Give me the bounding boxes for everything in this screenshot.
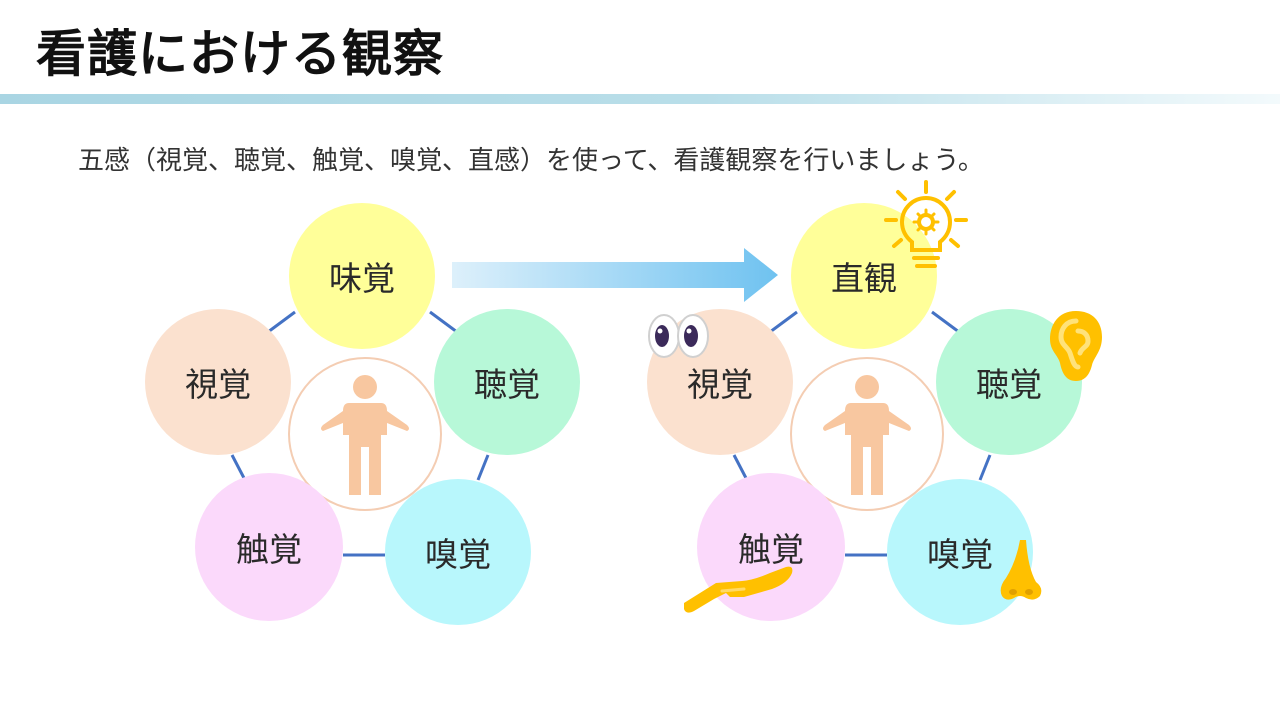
- node-label: 視覚: [185, 365, 251, 404]
- node-label: 直観: [831, 259, 897, 298]
- node-label: 聴覚: [474, 365, 540, 404]
- person-icon: [823, 375, 911, 495]
- center-circle: [790, 357, 944, 511]
- connector-line: [769, 310, 798, 334]
- node-touch: 触覚: [697, 473, 845, 621]
- node-label: 聴覚: [976, 365, 1042, 404]
- node-touch: 触覚: [195, 473, 343, 621]
- nose-icon: [1000, 540, 1042, 600]
- node-label: 味覚: [329, 259, 395, 298]
- center-circle: [288, 357, 442, 511]
- node-intuition: 直観: [791, 203, 937, 349]
- connector-line: [732, 454, 749, 481]
- eyes-icon: [648, 314, 709, 358]
- node-label: 嗅覚: [425, 535, 491, 574]
- lightbulb-icon: [884, 180, 968, 268]
- connector-line: [230, 454, 247, 481]
- slide-title: 看護における観察: [36, 25, 444, 83]
- hand-icon: [684, 566, 793, 613]
- connector-line: [267, 310, 296, 334]
- connector-line: [429, 310, 458, 334]
- ear-icon: [1050, 311, 1102, 381]
- connector-line: [476, 454, 490, 481]
- node-sight: 視覚: [145, 309, 291, 455]
- node-label: 嗅覚: [927, 535, 993, 574]
- connector-line: [978, 454, 992, 481]
- node-label: 視覚: [687, 365, 753, 404]
- person-icon: [321, 375, 409, 495]
- node-smell: 嗅覚: [385, 479, 531, 625]
- node-label: 触覚: [236, 530, 302, 569]
- node-hearing: 聴覚: [434, 309, 580, 455]
- connector-line: [931, 310, 960, 334]
- slide-subtitle: 五感（視覚、聴覚、触覚、嗅覚、直感）を使って、看護観察を行いましょう。: [78, 146, 984, 176]
- arrow-right-icon: [452, 248, 778, 302]
- title-underline: [0, 94, 1280, 104]
- node-label: 触覚: [738, 530, 804, 569]
- node-smell: 嗅覚: [887, 479, 1033, 625]
- node-taste: 味覚: [289, 203, 435, 349]
